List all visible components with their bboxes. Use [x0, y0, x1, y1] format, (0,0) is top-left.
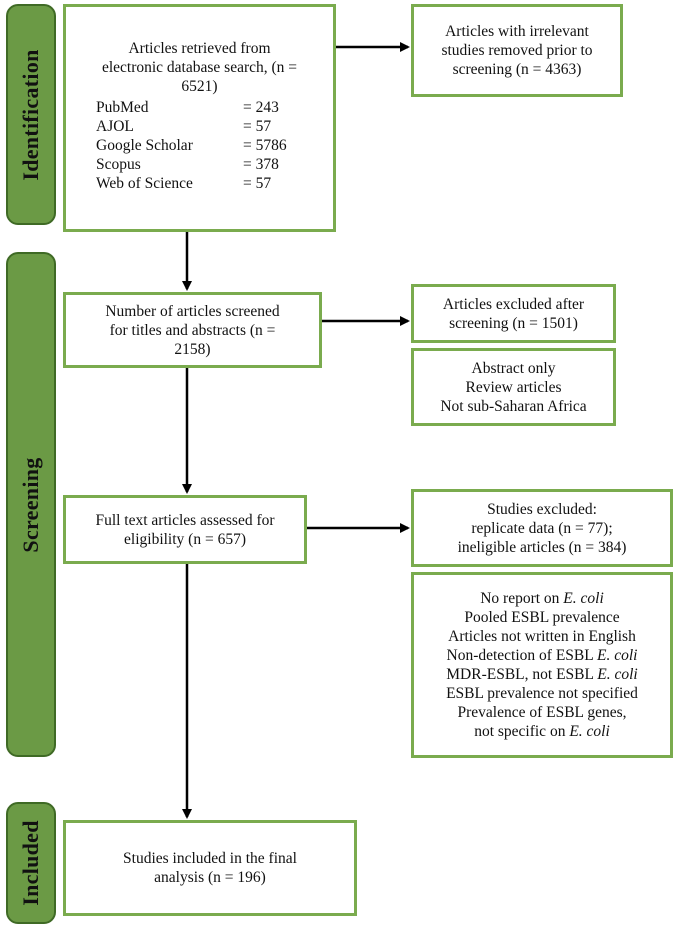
- excluded-after-screening-line: Articles excluded after: [442, 295, 585, 313]
- eligibility-reason-text: No report on: [480, 590, 564, 607]
- database-name: Google Scholar: [96, 137, 193, 154]
- database-count: = 378: [243, 156, 279, 173]
- database-row: PubMed = 243: [96, 98, 287, 117]
- studies-excluded-line: ineligible articles (n = 384): [457, 538, 627, 556]
- database-count: = 57: [243, 175, 272, 192]
- screening-reasons-box: Abstract only Review articles Not sub-Sa…: [411, 348, 616, 426]
- eligibility-reason: No report on E. coli: [480, 589, 604, 608]
- phase-included: Included: [6, 802, 56, 924]
- database-name: Web of Science: [96, 175, 193, 192]
- irrelevant-line: studies removed prior to: [441, 42, 593, 59]
- eligibility-reason-text: Pooled ESBL prevalence: [464, 609, 620, 626]
- retrieved-line: electronic database search, (n =: [101, 59, 298, 76]
- excluded-after-screening-box: Articles excluded after screening (n = 1…: [411, 284, 616, 343]
- screening-reason: Abstract only: [471, 359, 556, 377]
- full-text-line: eligibility (n = 657): [124, 530, 246, 548]
- full-text-box: Full text articles assessed for eligibil…: [63, 495, 307, 564]
- database-row: Scopus = 378: [96, 155, 287, 174]
- screened-line: Number of articles screened: [105, 302, 280, 320]
- studies-excluded-box: Studies excluded: replicate data (n = 77…: [411, 489, 673, 567]
- included-line: analysis (n = 196): [154, 869, 266, 886]
- eligibility-reason-text: not specific on: [474, 723, 570, 740]
- screening-reason: Review articles: [465, 378, 562, 396]
- studies-excluded-line: replicate data (n = 77);: [471, 519, 613, 537]
- database-count: = 243: [243, 99, 279, 116]
- phase-screening: Screening: [6, 252, 56, 757]
- irrelevant-line: Articles with irrelevant: [445, 23, 589, 40]
- retrieved-box: Articles retrieved from electronic datab…: [63, 4, 336, 232]
- irrelevant-removed-box: Articles with irrelevant studies removed…: [411, 4, 623, 97]
- excluded-after-screening-line: screening (n = 1501): [449, 314, 578, 332]
- database-count: = 5786: [243, 137, 287, 154]
- included-line: Studies included in the final: [123, 850, 297, 867]
- screening-reason: Not sub-Saharan Africa: [440, 397, 587, 415]
- screened-line: for titles and abstracts (n =: [109, 321, 276, 339]
- eligibility-reason: MDR-ESBL, not ESBL E. coli: [446, 665, 637, 684]
- database-name: AJOL: [96, 118, 134, 135]
- screened-box: Number of articles screened for titles a…: [63, 292, 322, 368]
- eligibility-reason-text: MDR-ESBL, not ESBL: [446, 666, 598, 683]
- eligibility-reason-italic: E. coli: [563, 590, 604, 607]
- database-count: = 57: [243, 118, 272, 135]
- eligibility-reason-text: Prevalence of ESBL genes,: [457, 704, 627, 721]
- retrieved-line: 6521): [181, 78, 218, 95]
- database-row: AJOL = 57: [96, 117, 287, 136]
- database-table: PubMed = 243 AJOL = 57 Google Scholar = 578…: [96, 98, 287, 193]
- studies-excluded-line: Studies excluded:: [487, 500, 597, 518]
- database-name: Scopus: [96, 156, 141, 173]
- database-row: Web of Science = 57: [96, 174, 287, 193]
- database-name: PubMed: [96, 99, 149, 116]
- eligibility-reason-italic: E. coli: [597, 647, 638, 664]
- eligibility-reason-text: Non-detection of ESBL: [446, 647, 598, 664]
- eligibility-reason: Non-detection of ESBL E. coli: [447, 646, 638, 665]
- eligibility-reason: Articles not written in English: [448, 627, 636, 646]
- eligibility-reason-text: Articles not written in English: [448, 628, 636, 645]
- screened-line: 2158): [174, 340, 211, 358]
- eligibility-reason-italic: E. coli: [597, 666, 638, 683]
- included-box: Studies included in the final analysis (…: [63, 820, 357, 916]
- eligibility-reason: ESBL prevalence not specified: [446, 684, 638, 703]
- eligibility-reason-text: ESBL prevalence not specified: [446, 685, 638, 702]
- database-row: Google Scholar = 5786: [96, 136, 287, 155]
- phase-identification: Identification: [6, 4, 56, 225]
- eligibility-reason-italic: E. coli: [569, 723, 610, 740]
- eligibility-reason: Pooled ESBL prevalence: [464, 608, 619, 627]
- eligibility-reasons-box: No report on E. coli Pooled ESBL prevale…: [411, 572, 673, 758]
- eligibility-reason: not specific on E. coli: [474, 722, 610, 741]
- retrieved-line: Articles retrieved from: [128, 40, 271, 57]
- full-text-line: Full text articles assessed for: [95, 511, 275, 529]
- irrelevant-line: screening (n = 4363): [452, 61, 582, 78]
- eligibility-reason: Prevalence of ESBL genes,: [457, 703, 626, 722]
